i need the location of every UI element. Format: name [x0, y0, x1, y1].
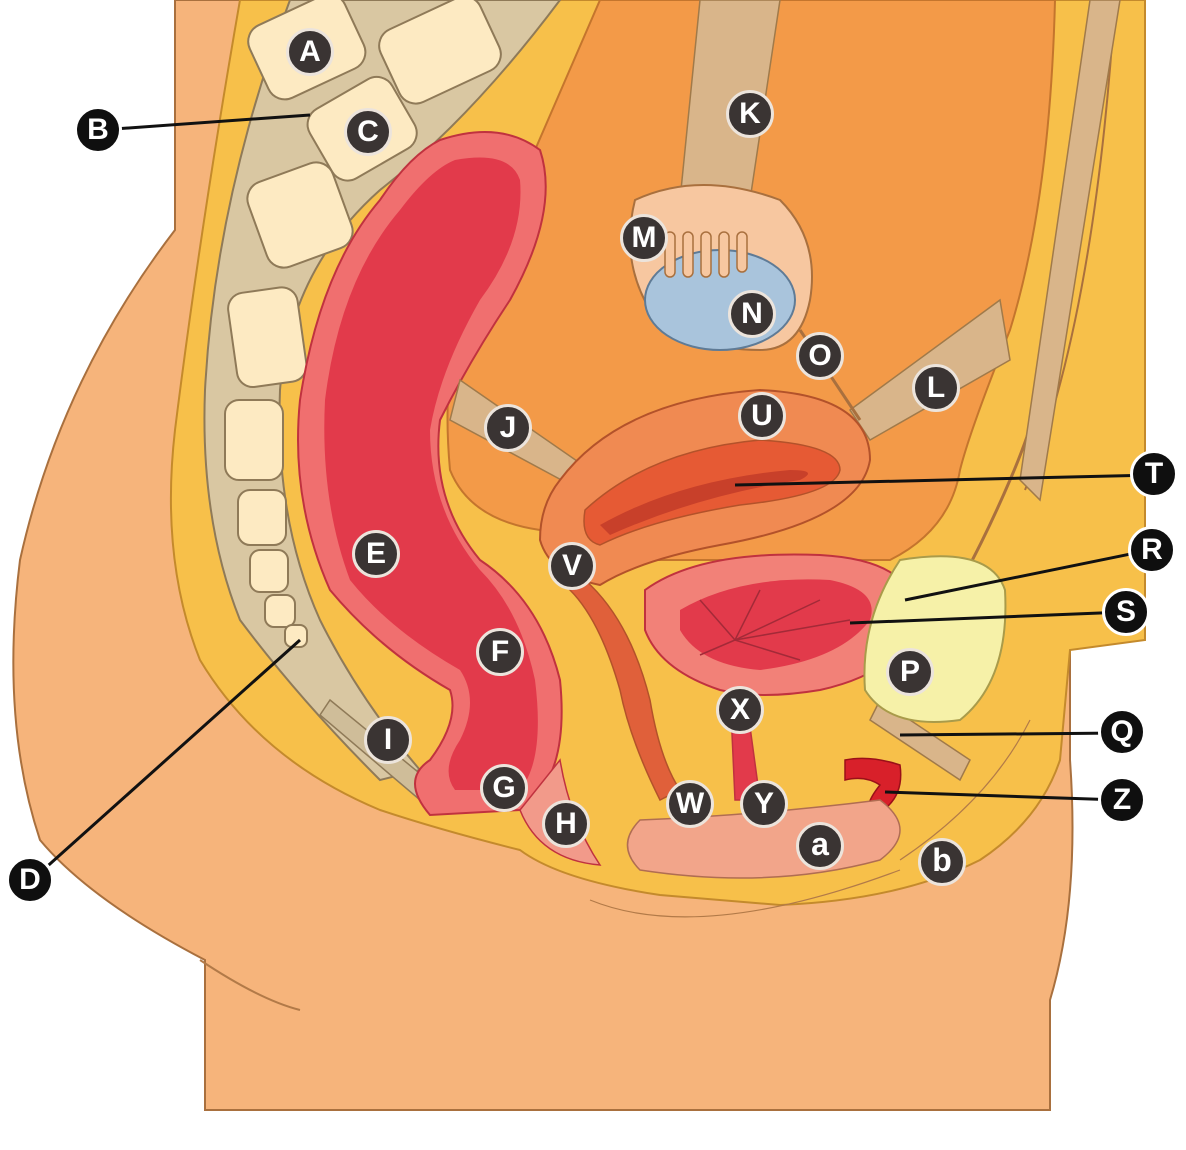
label-z: Z: [1098, 776, 1146, 824]
label-h: H: [542, 800, 590, 848]
label-f: F: [476, 628, 524, 676]
label-i: I: [364, 716, 412, 764]
label-w: W: [666, 780, 714, 828]
label-a-lower: a: [796, 822, 844, 870]
label-j: J: [484, 404, 532, 452]
label-b-lower: b: [918, 838, 966, 886]
label-k: K: [726, 90, 774, 138]
label-e: E: [352, 530, 400, 578]
label-r: R: [1128, 526, 1176, 574]
label-x: X: [716, 686, 764, 734]
label-m: M: [620, 214, 668, 262]
label-u: U: [738, 392, 786, 440]
label-o: O: [796, 332, 844, 380]
label-a: A: [286, 28, 334, 76]
label-l: L: [912, 364, 960, 412]
label-p: P: [886, 648, 934, 696]
label-y: Y: [740, 780, 788, 828]
label-d: D: [6, 856, 54, 904]
label-t: T: [1130, 450, 1178, 498]
label-s: S: [1102, 588, 1150, 636]
label-b: B: [74, 106, 122, 154]
label-n: N: [728, 290, 776, 338]
label-q: Q: [1098, 708, 1146, 756]
label-g: G: [480, 764, 528, 812]
label-v: V: [548, 542, 596, 590]
label-c: C: [344, 108, 392, 156]
